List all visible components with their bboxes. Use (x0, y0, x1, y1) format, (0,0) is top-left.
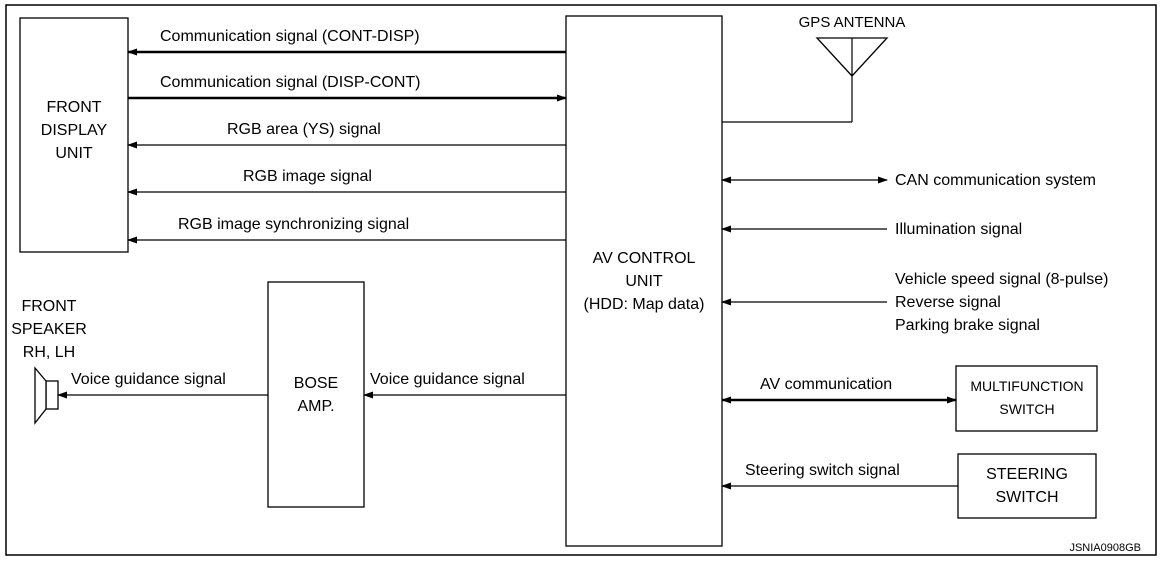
signal-disp-cont-label: Communication signal (DISP-CONT) (160, 74, 421, 91)
signal-parking-brake-label: Parking brake signal (895, 317, 1040, 334)
steering-switch-label-1: STEERING (986, 466, 1068, 483)
signal-can: CAN communication system (721, 172, 1096, 189)
front-speaker-label-2: SPEAKER (11, 321, 87, 338)
signal-rgb-image: RGB image signal (127, 168, 566, 196)
front-display-label-3: UNIT (55, 145, 93, 162)
bose-amp-label-2: AMP. (297, 398, 334, 415)
signal-rgb-sync: RGB image synchronizing signal (127, 216, 566, 244)
signal-illumination-label: Illumination signal (895, 221, 1022, 238)
signal-av-communication: AV communication (721, 376, 957, 404)
gps-antenna-label: GPS ANTENNA (799, 14, 906, 31)
multifunction-switch: MULTIFUNCTION SWITCH (955, 365, 1098, 432)
figure-id: JSNIA0908GB (1069, 542, 1141, 554)
diagram-frame (5, 4, 1157, 556)
signal-reverse-label: Reverse signal (895, 294, 1001, 311)
signal-rgb-image-label: RGB image signal (243, 168, 372, 185)
signal-voice-amp-label: Voice guidance signal (370, 371, 525, 388)
multifunction-switch-label-1: MULTIFUNCTION (970, 378, 1083, 394)
front-speaker: FRONT SPEAKER RH, LH (11, 298, 87, 425)
signal-vehicle-speed-label: Vehicle speed signal (8-pulse) (895, 271, 1108, 288)
bose-amp-label-1: BOSE (294, 375, 338, 392)
av-control-unit: AV CONTROL UNIT (HDD: Map data) (565, 15, 723, 547)
signal-rgb-sync-label: RGB image synchronizing signal (178, 216, 409, 233)
signal-disp-cont: Communication signal (DISP-CONT) (128, 74, 567, 102)
av-control-label-2: UNIT (625, 273, 663, 290)
signal-voice-speaker-label: Voice guidance signal (71, 371, 226, 388)
steering-switch: STEERING SWITCH (957, 453, 1097, 519)
signal-can-label: CAN communication system (895, 172, 1096, 189)
front-display-label-2: DISPLAY (41, 122, 108, 139)
signal-voice-speaker: Voice guidance signal (57, 371, 268, 399)
signal-vehicle-inputs: Vehicle speed signal (8-pulse) Reverse s… (721, 271, 1108, 334)
signal-illumination: Illumination signal (721, 221, 1022, 238)
steering-switch-label-2: SWITCH (995, 489, 1058, 506)
av-control-label-1: AV CONTROL (593, 250, 696, 267)
signal-cont-disp: Communication signal (CONT-DISP) (127, 28, 566, 56)
signal-av-communication-label: AV communication (760, 376, 892, 393)
signal-steering: Steering switch signal (721, 462, 958, 490)
front-display-unit: FRONT DISPLAY UNIT (19, 17, 129, 253)
multifunction-switch-label-2: SWITCH (999, 401, 1054, 417)
front-display-label-1: FRONT (46, 99, 101, 116)
bose-amp: BOSE AMP. (267, 281, 365, 508)
signal-steering-label: Steering switch signal (745, 462, 900, 479)
front-speaker-label-1: FRONT (21, 298, 76, 315)
signal-voice-amp: Voice guidance signal (363, 371, 566, 399)
signal-rgb-area-label: RGB area (YS) signal (227, 121, 381, 138)
signal-rgb-area: RGB area (YS) signal (127, 121, 566, 149)
gps-antenna: GPS ANTENNA (722, 14, 906, 123)
front-speaker-label-3: RH, LH (23, 344, 75, 361)
av-control-label-3: (HDD: Map data) (584, 296, 705, 313)
signal-cont-disp-label: Communication signal (CONT-DISP) (160, 28, 420, 45)
speaker-icon (34, 366, 59, 425)
